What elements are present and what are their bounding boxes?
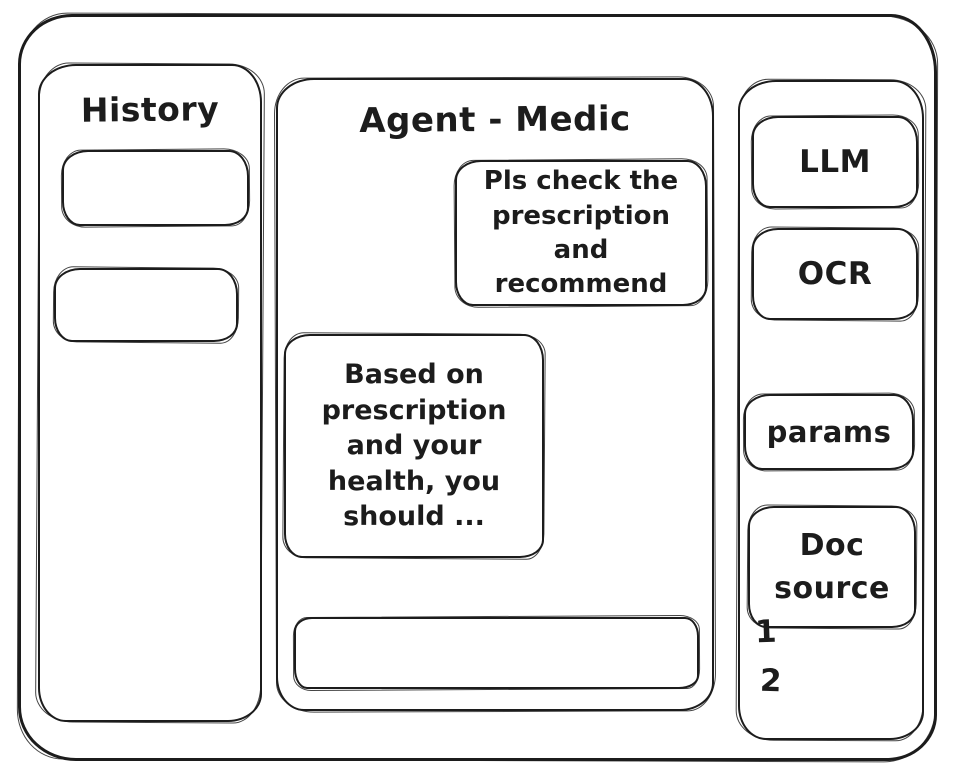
user-message-bubble: Pls check the prescription and recommend: [455, 160, 707, 306]
assistant-message-bubble: Based on prescription and your health, y…: [284, 334, 544, 558]
message-input[interactable]: [296, 619, 697, 687]
message-input-box[interactable]: [294, 617, 699, 689]
history-item[interactable]: [62, 150, 249, 226]
history-title: History: [80, 89, 220, 130]
llm-button[interactable]: LLM: [752, 116, 918, 208]
doc-source-item[interactable]: 1: [754, 613, 778, 651]
doc-source-item[interactable]: 2: [759, 662, 783, 700]
history-item[interactable]: [54, 268, 238, 342]
doc-source-button[interactable]: Doc source: [748, 506, 916, 628]
chat-title: Agent - Medic: [359, 99, 631, 141]
ocr-button[interactable]: OCR: [752, 228, 918, 320]
params-button[interactable]: params: [744, 394, 914, 470]
